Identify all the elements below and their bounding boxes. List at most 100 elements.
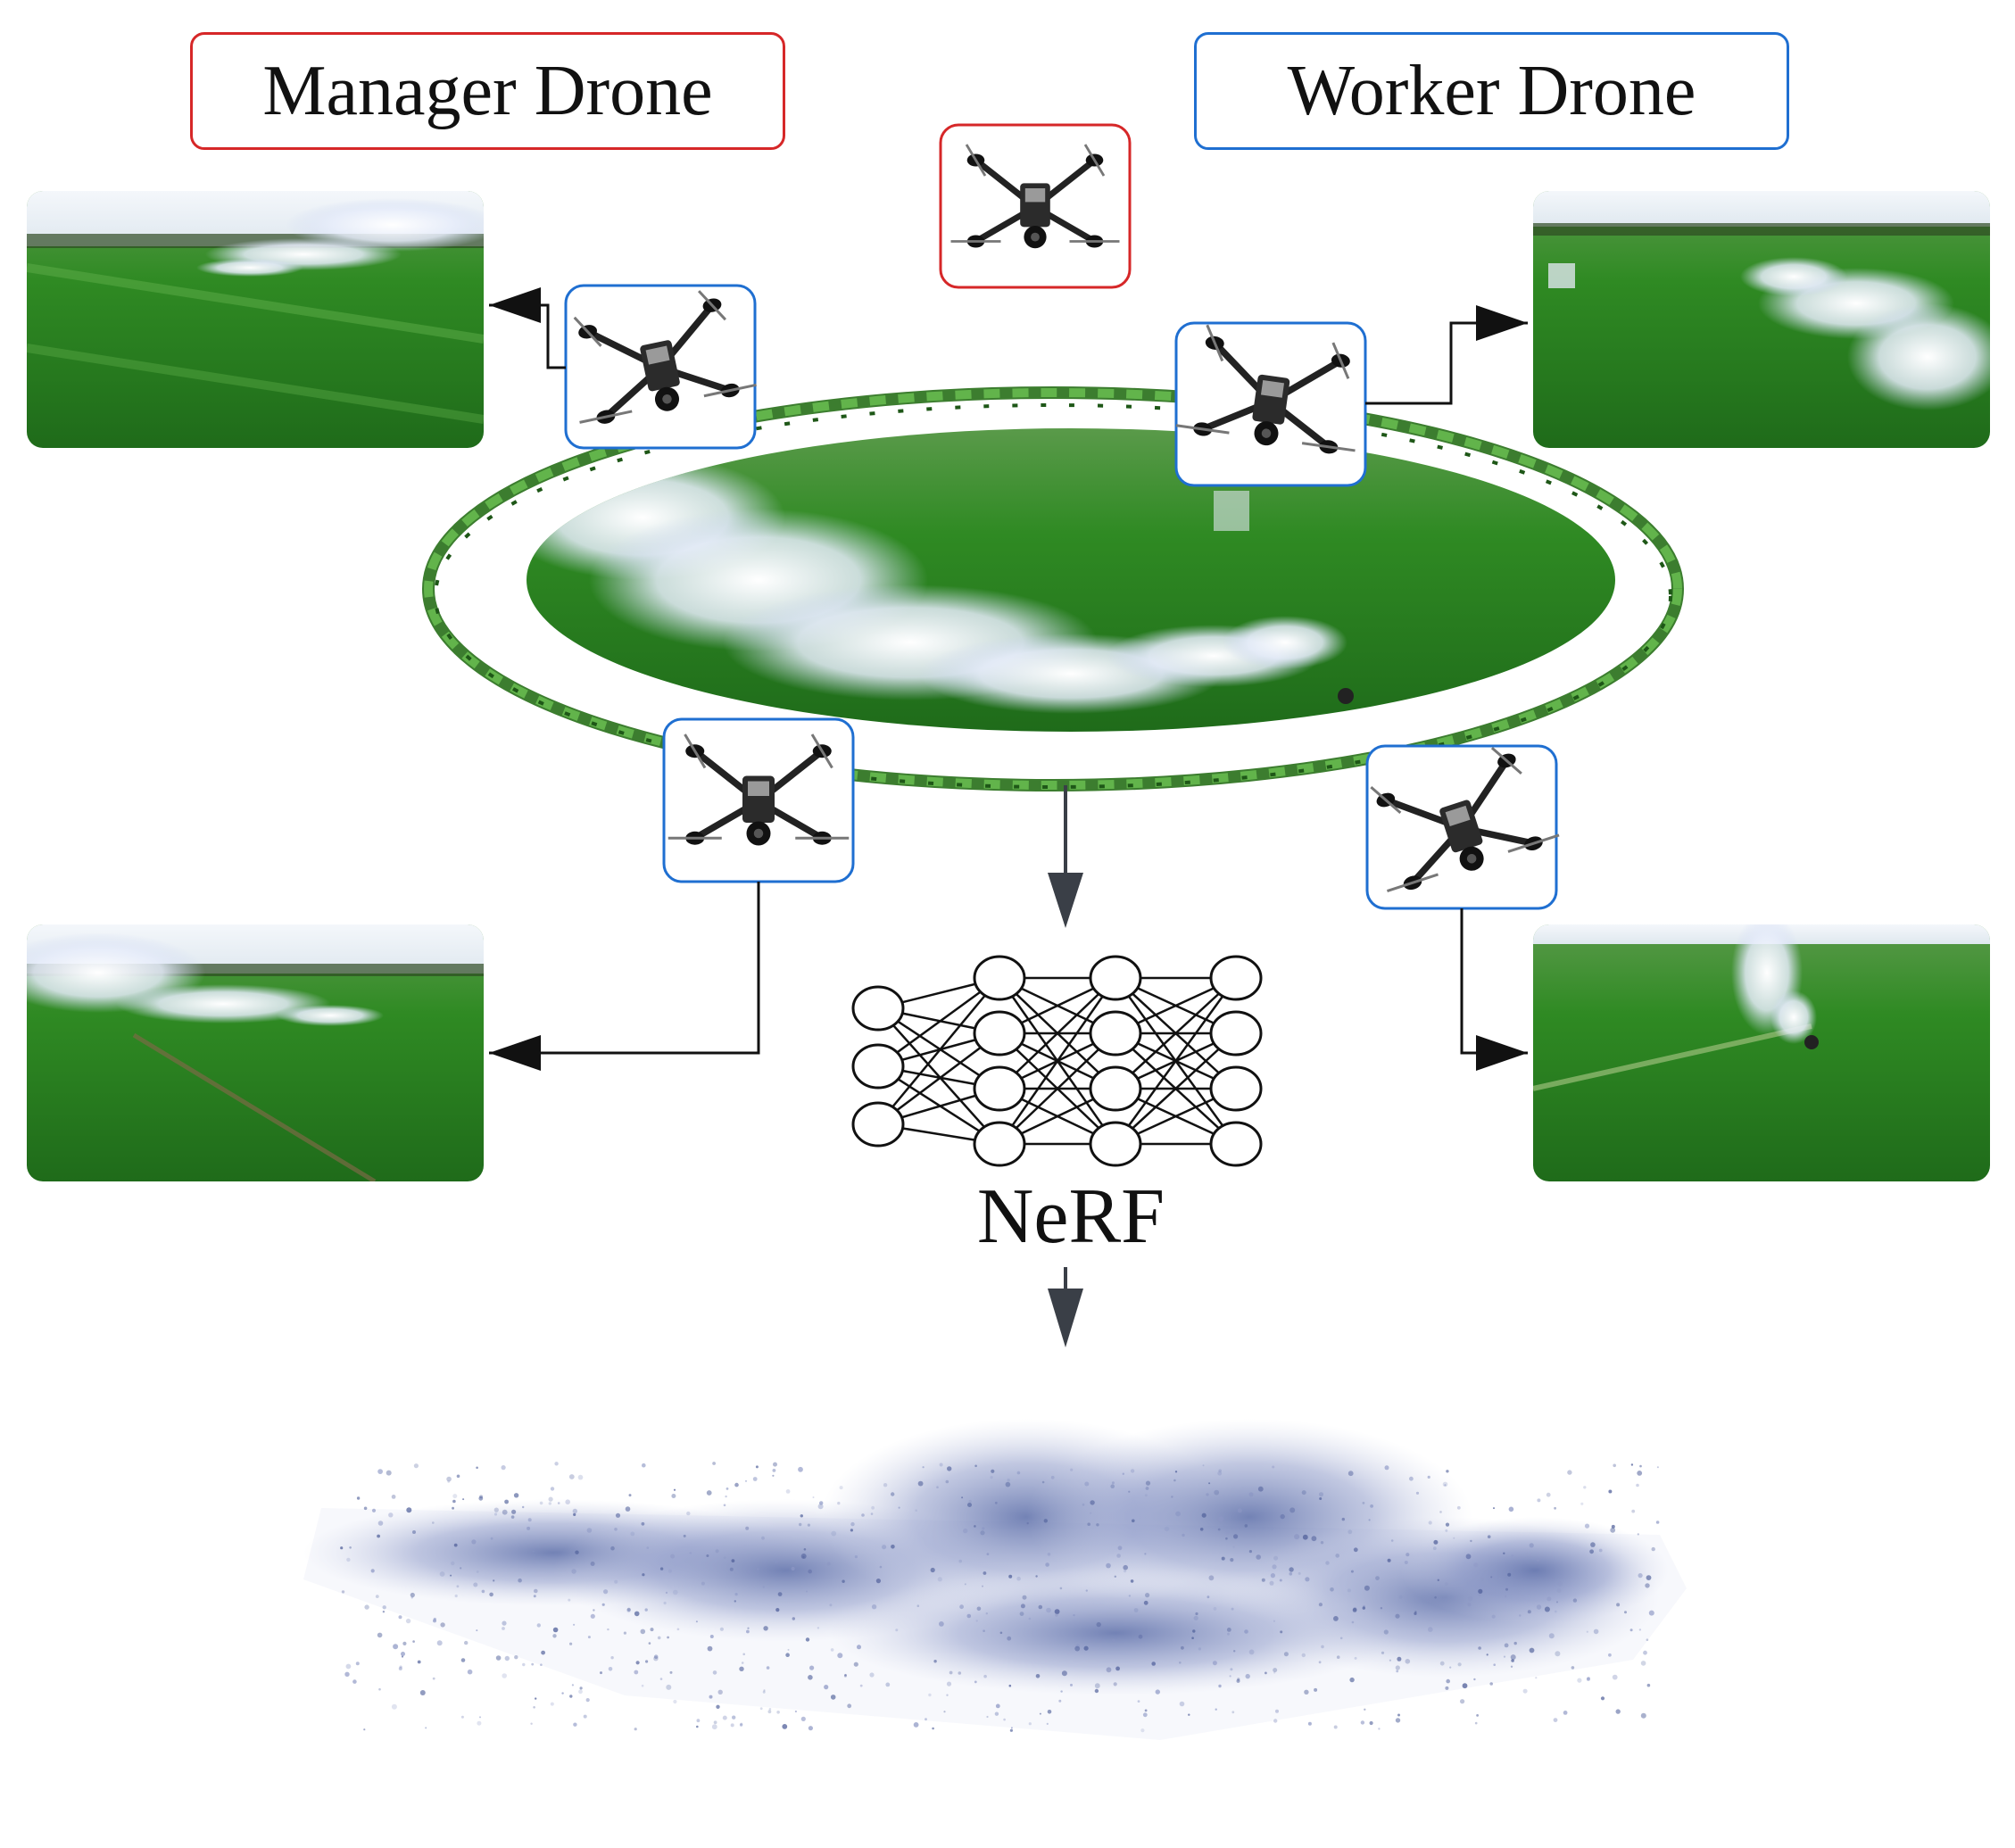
- point-cloud-dot: [830, 1648, 834, 1652]
- point-cloud-dot: [1070, 1468, 1074, 1471]
- point-cloud-dot: [745, 1526, 750, 1530]
- point-cloud-dot: [587, 1636, 591, 1639]
- point-cloud-dot: [766, 1666, 770, 1670]
- point-cloud-dot: [831, 1530, 837, 1537]
- point-cloud-dot: [1640, 1661, 1646, 1666]
- point-cloud-dot: [1231, 1711, 1235, 1714]
- point-cloud-dot: [915, 1509, 917, 1512]
- point-cloud-dot: [452, 1494, 458, 1499]
- point-cloud-dot: [1446, 1678, 1450, 1684]
- point-cloud-dot: [839, 1486, 843, 1490]
- point-cloud-dot: [1467, 1603, 1472, 1607]
- point-cloud-dot: [1215, 1708, 1217, 1711]
- point-cloud-dot: [706, 1490, 712, 1496]
- point-cloud-dot: [502, 1620, 507, 1626]
- network-node: [1089, 1065, 1142, 1112]
- point-cloud-dot: [479, 1495, 484, 1499]
- point-cloud-dot: [809, 1665, 815, 1670]
- point-cloud-dot: [1041, 1480, 1045, 1484]
- point-cloud-dot: [974, 1525, 976, 1528]
- point-cloud-dot: [1612, 1674, 1618, 1680]
- point-cloud-dot: [1490, 1576, 1493, 1579]
- point-cloud-dot: [532, 1550, 535, 1553]
- point-cloud-dot: [994, 1711, 999, 1716]
- point-cloud-dot: [785, 1489, 791, 1494]
- point-cloud-dot: [1529, 1647, 1535, 1653]
- point-cloud-dot: [805, 1637, 810, 1642]
- camera-poses-ring: [422, 386, 1684, 791]
- point-cloud-dot: [452, 1506, 454, 1510]
- point-cloud-dot: [883, 1483, 888, 1488]
- point-cloud-dot: [1586, 1677, 1590, 1681]
- point-cloud-dot: [1193, 1615, 1198, 1620]
- point-cloud-dot: [1045, 1562, 1049, 1567]
- point-cloud-dot: [456, 1474, 460, 1479]
- point-cloud-dot: [722, 1715, 727, 1720]
- point-cloud-dot: [419, 1690, 426, 1695]
- point-cloud-dot: [1225, 1537, 1228, 1540]
- point-cloud-dot: [1301, 1490, 1306, 1496]
- point-cloud-dot: [569, 1642, 573, 1645]
- point-cloud-dot: [1085, 1589, 1089, 1592]
- point-cloud-dot: [961, 1496, 964, 1499]
- point-cloud-dot: [1273, 1671, 1276, 1674]
- point-cloud-dot: [583, 1714, 587, 1719]
- point-cloud-dot: [715, 1549, 719, 1554]
- point-cloud-dot: [1214, 1489, 1220, 1496]
- point-cloud-dot: [1608, 1489, 1613, 1494]
- point-cloud-dot: [1035, 1674, 1041, 1678]
- point-cloud-dot: [1360, 1720, 1365, 1725]
- point-cloud-dot: [891, 1545, 895, 1549]
- point-cloud-dot: [1347, 1529, 1353, 1535]
- worker-drone-label: Worker Drone: [1194, 32, 1789, 150]
- point-cloud-dot: [1094, 1683, 1100, 1689]
- point-cloud-dot: [1335, 1554, 1339, 1558]
- manager-view-photo: [27, 191, 484, 448]
- point-cloud-dot: [913, 1722, 919, 1728]
- point-cloud-dot: [1613, 1463, 1616, 1468]
- point-cloud-dot: [746, 1629, 750, 1634]
- point-cloud-dot: [1349, 1677, 1355, 1683]
- point-cloud-dot: [1395, 1665, 1400, 1670]
- point-cloud-dot: [356, 1496, 361, 1500]
- point-cloud-dot: [1364, 1708, 1366, 1711]
- point-cloud-dot: [857, 1645, 861, 1650]
- point-cloud-dot: [1456, 1505, 1461, 1510]
- point-cloud-dot: [871, 1604, 877, 1610]
- point-cloud-dot: [561, 1692, 564, 1695]
- point-cloud-dot: [1375, 1576, 1380, 1580]
- point-cloud-dot: [1151, 1662, 1156, 1666]
- point-cloud-dot: [1231, 1607, 1234, 1611]
- point-cloud-dot: [994, 1501, 998, 1504]
- point-cloud-dot: [653, 1656, 659, 1662]
- point-cloud-dot: [623, 1631, 627, 1635]
- point-cloud-dot: [709, 1695, 713, 1699]
- point-cloud-dot: [610, 1546, 615, 1551]
- point-cloud-dot: [990, 1476, 993, 1479]
- point-cloud-dot: [767, 1710, 772, 1714]
- point-cloud-dot: [1073, 1613, 1075, 1617]
- point-cloud-dot: [646, 1546, 650, 1549]
- network-node: [851, 1043, 905, 1090]
- point-cloud-dot: [1646, 1638, 1649, 1641]
- point-cloud-dot: [1305, 1577, 1310, 1582]
- point-cloud-dot: [734, 1593, 738, 1596]
- network-edge: [1114, 977, 1238, 1145]
- point-cloud-dot: [1005, 1481, 1011, 1488]
- point-cloud-dot: [1433, 1539, 1439, 1545]
- point-cloud-dot: [1460, 1699, 1465, 1704]
- point-cloud-dot: [734, 1482, 739, 1488]
- point-cloud-dot: [550, 1487, 555, 1491]
- point-cloud-dot: [967, 1503, 972, 1507]
- point-cloud-dot: [388, 1512, 394, 1518]
- point-cloud-dot: [1319, 1497, 1323, 1500]
- point-cloud-dot: [1583, 1486, 1587, 1489]
- point-cloud-dot: [573, 1512, 576, 1516]
- point-cloud-dot: [1280, 1513, 1285, 1520]
- point-cloud-dot: [478, 1496, 484, 1501]
- point-cloud-dot: [1640, 1712, 1646, 1719]
- point-cloud-dot: [513, 1493, 519, 1498]
- point-cloud-dot: [882, 1545, 887, 1550]
- point-cloud-dot: [625, 1506, 631, 1512]
- point-cloud-dot: [644, 1608, 648, 1612]
